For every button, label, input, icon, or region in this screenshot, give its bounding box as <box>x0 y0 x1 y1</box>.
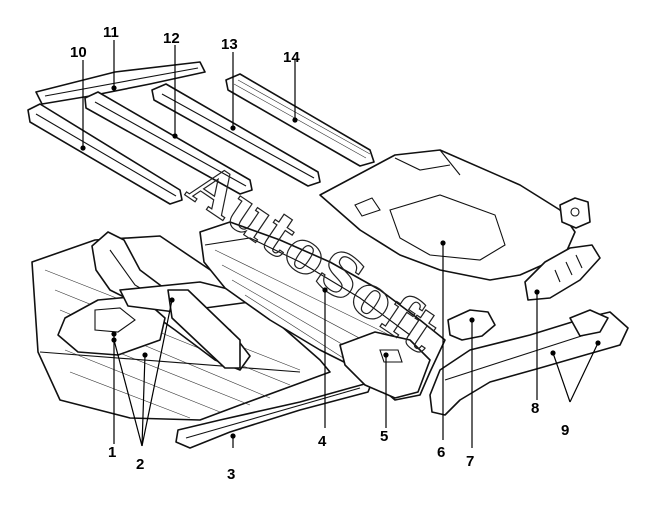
callout-11: 11 <box>103 24 119 41</box>
callout-12: 12 <box>163 30 180 47</box>
sill-member <box>175 381 373 449</box>
callout-13: 13 <box>221 36 238 53</box>
callout-10: 10 <box>70 44 87 61</box>
callout-2: 2 <box>136 456 144 473</box>
callout-1: 1 <box>108 444 116 461</box>
callout-7: 7 <box>466 453 474 470</box>
callout-4: 4 <box>318 433 327 450</box>
callout-9: 9 <box>561 422 569 439</box>
rear-longitudinal-rail <box>429 309 629 416</box>
roof-bow-12 <box>84 91 253 195</box>
roof-bow-10 <box>27 103 183 205</box>
rear-side-extension <box>524 244 601 301</box>
floor-side-section <box>339 331 431 399</box>
roof-rail-11 <box>35 61 206 105</box>
rear-mount-bracket <box>559 197 591 229</box>
callout-6: 6 <box>437 444 445 461</box>
callout-14: 14 <box>283 49 300 66</box>
leader-lines <box>82 40 599 448</box>
roof-bow-13 <box>151 83 321 187</box>
leader-dots <box>80 85 601 439</box>
roof-channel-14 <box>225 73 375 167</box>
callout-3: 3 <box>227 466 235 483</box>
callout-5: 5 <box>380 428 388 445</box>
callout-8: 8 <box>531 400 539 417</box>
